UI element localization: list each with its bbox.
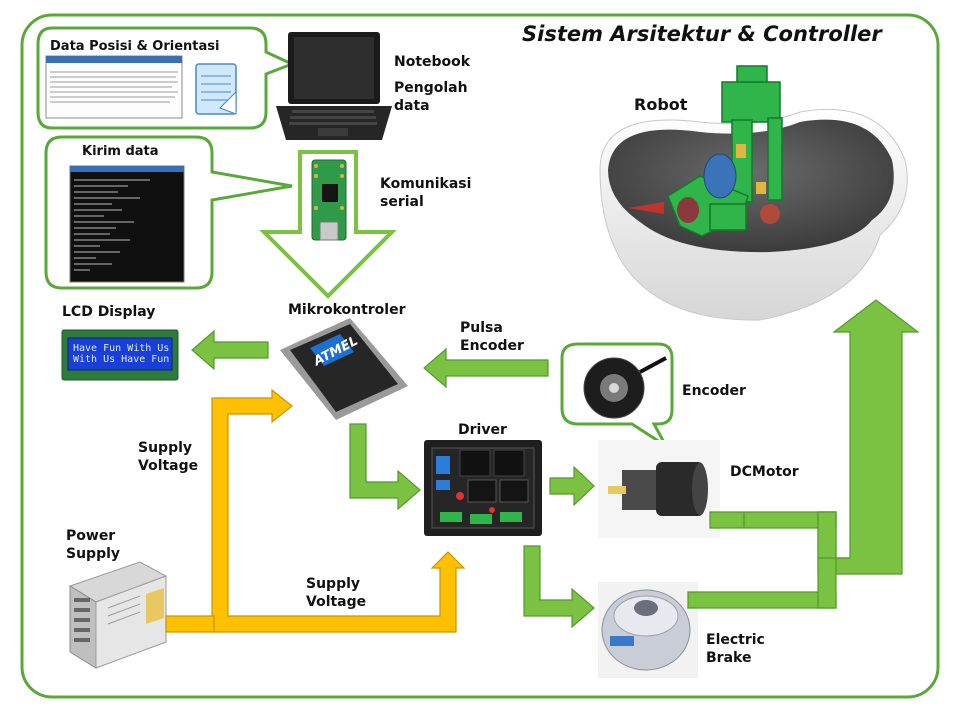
power-supply-icon [68, 561, 168, 669]
arrow-driver-to-brake [523, 545, 595, 629]
label-supply-left-line1: Supply [138, 440, 193, 456]
usb-serial-board-icon [311, 159, 347, 241]
label-kirim-data: Kirim data [82, 144, 159, 159]
arrow-motor-feedback [709, 511, 837, 529]
label-komunikasi-line2: serial [380, 194, 424, 210]
terminal-window [69, 165, 185, 283]
label-komunikasi-line1: Komunikasi [380, 176, 472, 192]
driver-board-icon [424, 440, 542, 536]
arrow-to-lcd [191, 329, 269, 371]
label-driver: Driver [458, 422, 507, 438]
label-pengolah-line2: data [394, 98, 430, 114]
label-power-line1: Power [66, 528, 116, 544]
dc-motor-icon [598, 440, 720, 538]
label-robot: Robot [634, 95, 688, 114]
lcd-display-icon [61, 329, 179, 381]
notebook-icon [276, 32, 392, 140]
label-power-line2: Supply [66, 546, 121, 562]
label-pulsa-line2: Encoder [460, 338, 524, 354]
label-supply-bottom-line2: Voltage [306, 594, 367, 610]
label-pulsa-line1: Pulsa [460, 320, 503, 336]
signal-arrows [191, 299, 920, 629]
label-lcd-display: LCD Display [62, 304, 156, 320]
electric-brake-icon [598, 582, 698, 678]
supply-voltage-lines [165, 388, 466, 633]
arrow-pulsa-encoder [423, 347, 549, 389]
bubble-kirim-data [44, 135, 293, 290]
label-brake-line2: Brake [706, 650, 752, 666]
lcd-screen-text: Have Fun With Us With Us Have Fun [73, 343, 170, 365]
label-notebook: Notebook [394, 54, 471, 70]
arrow-mikro-to-driver [349, 423, 421, 511]
label-supply-bottom-line1: Supply [306, 576, 361, 592]
diagram-title: Sistem Arsitektur & Controller [522, 22, 882, 46]
label-dc-motor: DCMotor [730, 464, 799, 480]
robot-icon [599, 65, 908, 321]
notepad-icon [195, 63, 237, 115]
label-brake-line1: Electric [706, 632, 765, 648]
microcontroller-chip-icon [280, 318, 408, 420]
label-supply-left-line2: Voltage [138, 458, 199, 474]
arrow-brake-feedback [687, 591, 837, 609]
bubble-data-posisi [36, 26, 296, 130]
encoder-icon [583, 356, 667, 419]
arrow-driver-to-motor [549, 465, 595, 507]
label-pengolah-line1: Pengolah [394, 80, 468, 96]
bubble-encoder [560, 342, 674, 448]
label-mikrokontroler: Mikrokontroler [288, 302, 406, 318]
label-data-posisi: Data Posisi & Orientasi [50, 39, 220, 54]
label-encoder: Encoder [682, 383, 746, 399]
